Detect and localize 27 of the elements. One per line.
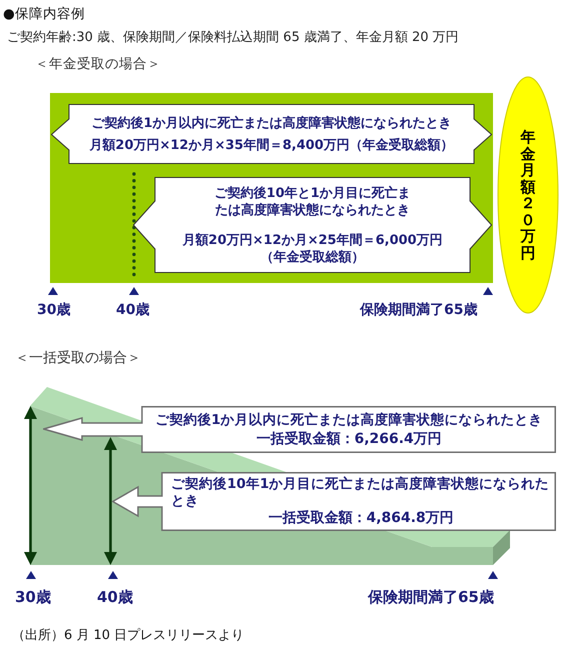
arrow-callout	[112, 472, 556, 531]
amount-text: 月額20万円×12か月×35年間＝8,400万円（年金受取総額）	[89, 136, 454, 154]
source-note: （出所）6 月 10 日プレスリリースより	[12, 627, 244, 645]
age-label: 40歳	[116, 302, 150, 318]
section-heading: ＜年金受取の場合＞	[35, 55, 161, 73]
maturity-age-label: 保険期間満了65歳	[368, 589, 494, 606]
double-arrow-callout	[51, 104, 492, 164]
arrow-callout	[43, 406, 556, 453]
condition-text: ご契約後1か月以内に死亡または高度障害状態になられたとき	[91, 114, 452, 132]
age-label: 30歳	[15, 589, 51, 606]
condition-text: ご契約後10年と1か月目に死亡または高度障害状態になられたとき	[213, 184, 412, 218]
section-heading: ＜一括受取の場合＞	[15, 349, 141, 367]
maturity-age-label: 保険期間満了65歳	[360, 302, 478, 318]
annuity-ellipse	[497, 76, 559, 314]
amount-text: 一括受取金額：4,864.8万円	[268, 510, 454, 527]
title: ●保障内容例	[3, 5, 85, 23]
amount-text: 月額20万円×12か月×25年間＝6,000万円	[182, 232, 443, 248]
amount-text: 一括受取金額：6,266.4万円	[256, 430, 442, 448]
annuity-amount-text: 年金月額２０万円	[520, 129, 536, 261]
age-label: 40歳	[97, 589, 133, 606]
condition-text: ご契約後10年1か月目に死亡または高度障害状態になられたとき	[171, 476, 550, 510]
note-text: （年金受取総額）	[260, 248, 364, 266]
timeline-panel	[50, 93, 493, 283]
policy-terms-text: ご契約年齢:30 歳、保険期間／保険料払込期間 65 歳満了、年金月額 20 万円	[7, 29, 459, 47]
double-arrow-callout	[133, 177, 492, 273]
age-label: 30歳	[37, 302, 70, 318]
condition-text: ご契約後1か月以内に死亡または高度障害状態になられたとき	[155, 411, 543, 429]
